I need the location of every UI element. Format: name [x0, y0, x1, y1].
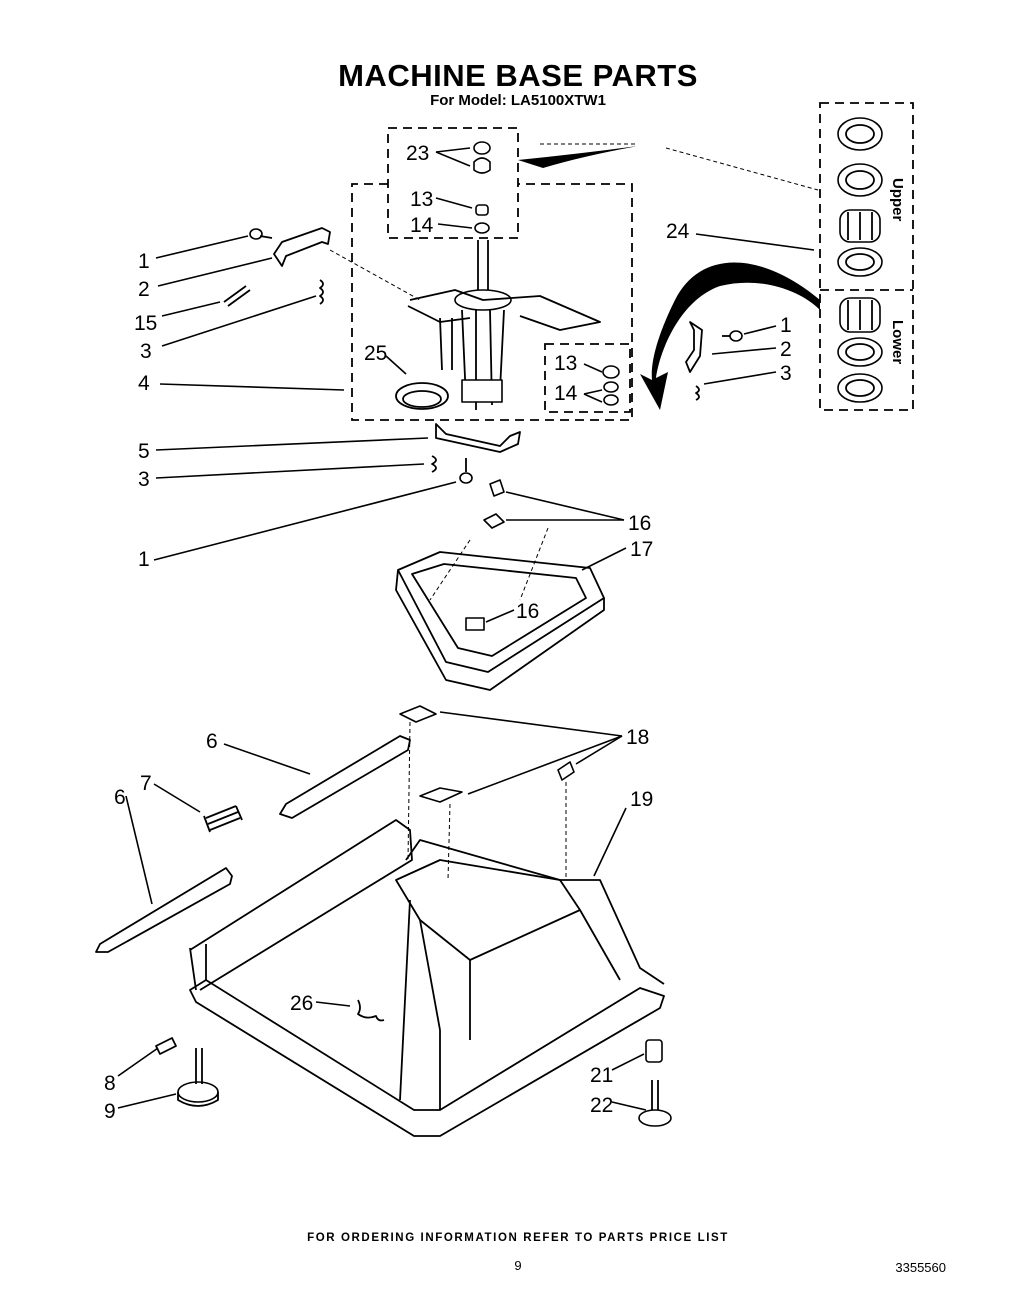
leader-lines: [117, 147, 815, 1111]
bolt-7: [203, 805, 243, 833]
callout-3-left: 3: [140, 340, 152, 363]
clip-18-b: [419, 787, 463, 803]
callout-3-right: 3: [780, 362, 792, 385]
callout-24: 24: [666, 220, 690, 243]
bearing-inset-box: [819, 102, 914, 411]
callout-6-lower: 6: [114, 786, 126, 809]
callout-9: 9: [104, 1100, 116, 1123]
bearing-14-top: [474, 222, 490, 234]
machine-base-19: [189, 721, 665, 1137]
top-bearing-box: [387, 127, 519, 239]
bearing-23: [473, 141, 491, 174]
clip-16-b: [483, 513, 505, 529]
callout-8: 8: [104, 1072, 116, 1095]
foot-9: [177, 1048, 219, 1107]
callout-6-upper: 6: [206, 730, 218, 753]
screw-1-left: [249, 228, 273, 240]
callout-16-top: 16: [628, 512, 651, 535]
callout-21: 21: [590, 1064, 613, 1087]
inset-small-box: [544, 343, 631, 413]
screw-1-right: [722, 330, 743, 342]
callout-14-inset: 14: [554, 382, 578, 405]
spring-15: [223, 285, 251, 307]
callout-15: 15: [134, 312, 157, 335]
lower-bearing-set: [837, 297, 883, 403]
bearing-14-inset-a: [603, 381, 619, 393]
brace-5: [435, 423, 521, 453]
lower-label: Lower: [889, 320, 906, 364]
callout-26: 26: [290, 992, 313, 1015]
model-subtitle: For Model: LA5100XTW1: [430, 92, 606, 109]
ring-seal-25: [395, 382, 449, 410]
page-title: MACHINE BASE PARTS: [338, 58, 698, 93]
foot-22: [638, 1080, 672, 1127]
clip-18-c: [557, 761, 575, 781]
spring-3-lower: [431, 455, 437, 473]
callout-13-inset: 13: [554, 352, 577, 375]
bracket-6-lower: [95, 867, 233, 953]
curved-arrow-icon: [640, 262, 820, 410]
nut-21: [645, 1039, 663, 1063]
callout-1-left: 1: [138, 250, 150, 273]
pad-frame-17: [395, 527, 605, 691]
direction-arrow-icon: [518, 146, 638, 168]
clip-16-c: [465, 617, 485, 631]
page-number: 9: [514, 1258, 522, 1273]
spring-3-right: [695, 385, 700, 401]
spring-26: [357, 999, 385, 1022]
clip-16-a: [489, 479, 505, 497]
transmission-assembly: [329, 240, 601, 410]
screw-1-lower: [459, 458, 473, 484]
callout-3-lower: 3: [138, 468, 150, 491]
upper-label: Upper: [889, 178, 906, 222]
callout-13-top: 13: [410, 188, 433, 211]
upper-bearing-set: [837, 117, 883, 277]
bearing-13-inset: [602, 365, 620, 379]
callout-22: 22: [590, 1094, 613, 1117]
callout-1-lower: 1: [138, 548, 150, 571]
callout-19: 19: [630, 788, 653, 811]
lock-nut-8: [155, 1037, 177, 1055]
bearing-14-inset-b: [603, 394, 619, 406]
callout-17: 17: [630, 538, 653, 561]
callout-5: 5: [138, 440, 150, 463]
callout-14-top: 14: [410, 214, 434, 237]
bearing-13-top: [475, 204, 489, 216]
callout-1-right: 1: [780, 314, 792, 337]
callout-25: 25: [364, 342, 387, 365]
callout-16-frame: 16: [516, 600, 539, 623]
callout-2-left: 2: [138, 278, 150, 301]
clip-18-a: [399, 705, 437, 723]
bracket-6-upper: [279, 735, 411, 819]
ordering-note: FOR ORDERING INFORMATION REFER TO PARTS …: [307, 1232, 729, 1244]
transmission-box: [351, 183, 633, 421]
document-number: 3355560: [895, 1260, 946, 1275]
callout-4: 4: [138, 372, 150, 395]
spring-3-left: [319, 279, 324, 305]
bracket-2-left: [273, 227, 331, 267]
bracket-2-right: [685, 321, 703, 373]
callout-2-right: 2: [780, 338, 792, 361]
callout-18: 18: [626, 726, 649, 749]
callout-23: 23: [406, 142, 429, 165]
callout-7: 7: [140, 772, 152, 795]
